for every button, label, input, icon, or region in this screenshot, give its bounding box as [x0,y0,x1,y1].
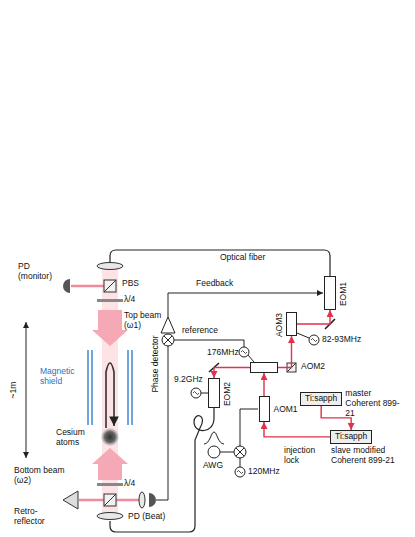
annotation-label: Cesium atoms [56,428,92,448]
oscillator-wave [237,471,243,474]
annotation-label: Retro- reflector [14,507,58,527]
lens [139,492,145,508]
laser-beam [214,368,250,379]
component-box: EOM2 [208,378,220,408]
laser-beam [297,310,330,324]
bottom-beam-arrow [92,448,128,480]
atom-trajectory [106,363,114,428]
annotation-label: PD (monitor) [18,262,60,282]
annotation-label: Optical fiber [220,253,265,263]
optical-fiber [110,250,330,276]
mixer [234,446,246,458]
component-label: slave modified Coherent 899-21 [331,446,405,466]
annotation-label: PBS [122,279,139,289]
pbs-cube [104,280,116,292]
component-box: Ti:sapphslave modified Coherent 899-21 [330,430,372,444]
annotation-label: Magnetic shield [40,367,84,387]
annotation-label: AWG [203,461,223,471]
component-label: EOM2 [223,382,233,406]
top-beam-arrow [92,310,128,346]
oscillator [191,388,201,398]
annotation-label: λ/4 [124,479,135,489]
laser-name: Ti:sapph [305,394,337,404]
oscillator-wave [193,392,199,395]
component-label: EOM1 [339,282,349,306]
component-box: Ti:sapphmaster Coherent 899-21 [300,392,342,406]
magnetic-shield [87,350,89,425]
mixer [236,448,244,456]
annotation-label: λ/4 [124,295,135,305]
magnetic-shield [127,350,129,425]
mixer [162,334,174,346]
component-label: AOM1 [274,405,298,415]
annotation-label: Bottom beam (ω2) [14,466,70,486]
size-arrow [26,322,27,458]
waveplate [97,299,123,302]
component-label: AOM3 [275,313,285,337]
magnetic-shield [88,350,132,425]
magnetic-shield [91,350,93,425]
annotation-label: PD (Beat) [128,512,165,522]
awg-pulse [204,432,224,444]
magnetic-shield [131,350,133,425]
lens [97,263,123,270]
pbs-cube [104,280,116,292]
oscillator [235,467,245,477]
laser-beam [278,336,292,368]
laser-name: Ti:sapph [335,432,367,442]
mirror [209,319,335,372]
annotation-label: Top beam (ω1) [124,311,164,331]
annotation-label: 82-93MHz [322,335,361,345]
laser-beam [264,422,330,437]
annotation-label: 176MHz [207,348,239,358]
oscillator [239,347,249,357]
component-label: master Coherent 899-21 [345,389,401,418]
component-box: EOM1 [324,276,336,310]
edge-label: injection lock [284,446,330,466]
pbs-cube [104,494,116,506]
component-box: AOM2 [250,362,278,373]
retro-reflector [63,491,78,509]
awg-source [208,446,220,458]
feedback-wire [168,293,323,317]
mixer [164,336,172,344]
annotation-label: 9.2GHz [174,375,203,385]
annotation-label: Feedback [196,279,233,289]
photodiode [149,493,156,507]
rf-wire [240,409,258,446]
annotation-label: 120MHz [248,467,280,477]
component-label: AOM2 [301,362,325,372]
annotation-label: ~1m [9,382,19,399]
laser-beam [263,373,264,396]
pbs-cube [104,494,116,506]
amplifier [161,317,175,333]
reference-wire [174,340,244,347]
annotation-label: Phase detector [151,335,161,392]
annotation-label: reference [182,326,218,336]
photodiode [63,279,70,293]
cesium-cloud [101,428,119,446]
oscillator-wave [311,339,317,342]
waveplate [97,483,123,486]
component-box: AOM3 [286,312,297,336]
pink-beam [71,285,104,288]
lens [97,513,123,520]
oscillator [309,335,319,345]
component-box: AOM1 [259,396,270,422]
optical-fiber [110,408,214,532]
oscillator-wave [241,351,247,354]
